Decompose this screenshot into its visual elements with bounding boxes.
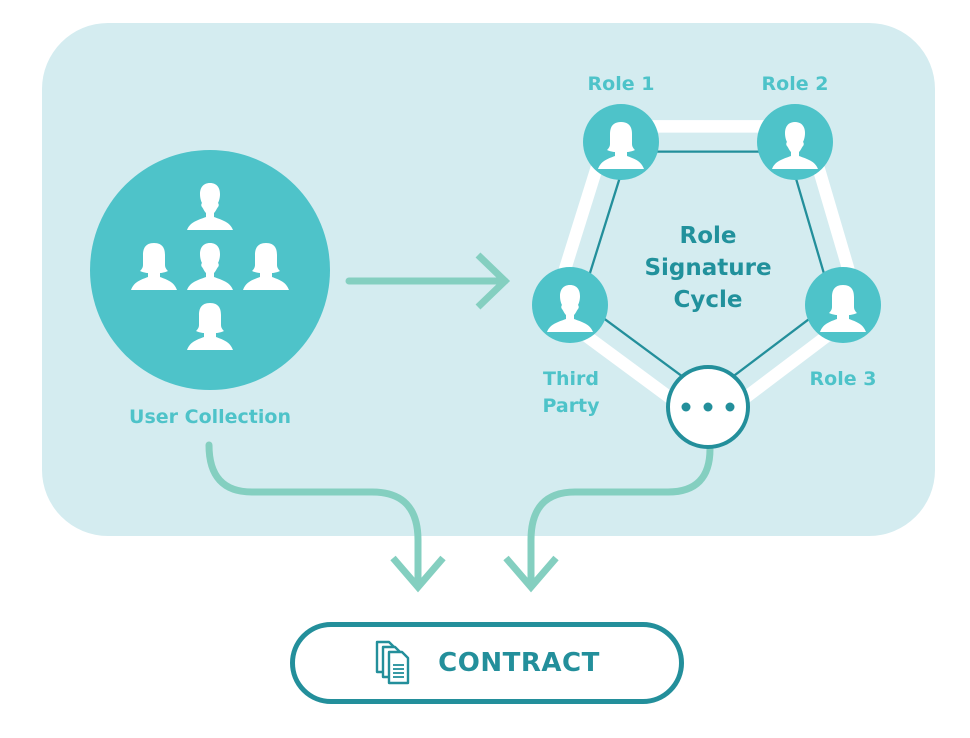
role-1-label: Role 1 bbox=[587, 73, 655, 95]
documents-icon bbox=[375, 640, 410, 685]
role-2-label: Role 2 bbox=[761, 73, 829, 95]
role-3-label: Role 3 bbox=[809, 368, 877, 390]
cycle-title-line3: Cycle bbox=[673, 287, 743, 313]
right-arrow bbox=[345, 252, 511, 310]
third-party-label-line2: Party bbox=[542, 395, 600, 417]
node-more bbox=[666, 365, 750, 449]
contract-box: CONTRACT bbox=[290, 622, 684, 704]
cycle-title-line2: Signature bbox=[644, 255, 772, 281]
cycle-title-line1: Role bbox=[679, 223, 737, 249]
cycle-title: Role Signature Cycle bbox=[608, 220, 808, 316]
cycle-to-contract-arrow bbox=[503, 445, 714, 593]
ellipsis-icon bbox=[681, 402, 735, 412]
node-role-3 bbox=[805, 267, 881, 343]
node-role-1 bbox=[583, 104, 659, 180]
user-to-contract-arrow bbox=[205, 441, 446, 593]
user-collection-circle bbox=[90, 150, 330, 390]
third-party-label: Third Party bbox=[521, 366, 621, 420]
third-party-label-line1: Third bbox=[543, 368, 599, 390]
node-third-party bbox=[532, 267, 608, 343]
node-role-2 bbox=[757, 104, 833, 180]
contract-label: CONTRACT bbox=[438, 648, 600, 678]
user-collection-label: User Collection bbox=[129, 406, 291, 428]
